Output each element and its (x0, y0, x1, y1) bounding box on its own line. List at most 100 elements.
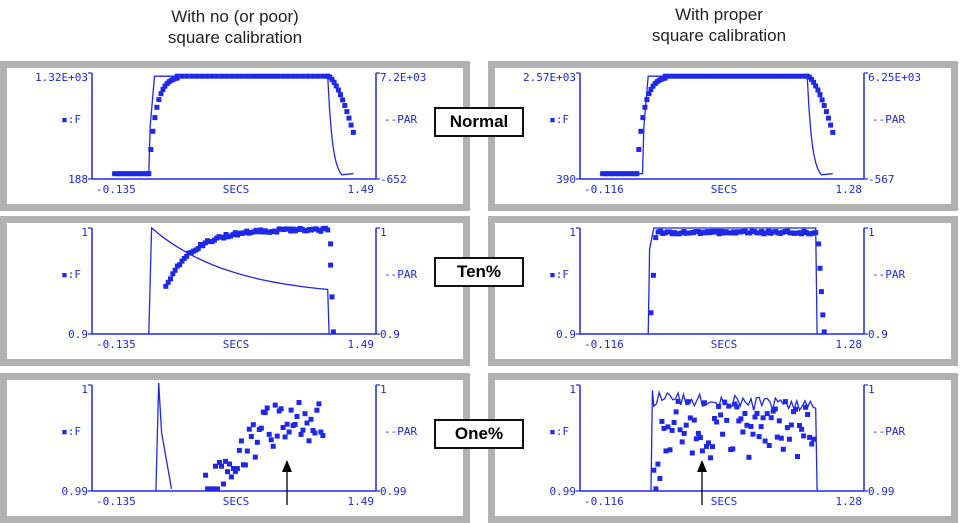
y-right-bottom-label: 0.99 (380, 485, 407, 498)
f-data-point (121, 171, 127, 177)
f-data-point (172, 267, 178, 273)
f-data-point (686, 73, 692, 79)
f-data-point (217, 459, 222, 465)
f-data-point (799, 231, 805, 237)
f-data-point (655, 461, 661, 467)
f-data-point (750, 431, 756, 437)
f-data-point (615, 171, 621, 177)
f-data-point (724, 417, 730, 423)
f-data-point (634, 171, 640, 177)
f-data-point (667, 447, 673, 453)
y-left-bottom-label: 390 (556, 173, 576, 186)
f-data-point (815, 87, 821, 93)
f-data-point (320, 433, 326, 438)
f-data-point (826, 115, 831, 121)
f-data-point (335, 87, 341, 93)
f-data-point (657, 476, 663, 481)
right-series-label: --PAR (872, 268, 905, 281)
right-column-heading: With proper square calibration (604, 4, 834, 46)
left-series-label: ▪:F (61, 425, 81, 438)
f-data-point (134, 171, 140, 177)
f-data-point (250, 73, 255, 79)
f-data-point (280, 73, 286, 79)
f-data-point (150, 128, 156, 134)
f-data-point (752, 73, 758, 79)
f-data-point (788, 422, 794, 428)
x-max-label: 1.28 (836, 183, 863, 196)
f-data-point (828, 122, 834, 128)
x-min-label: -0.135 (96, 183, 136, 196)
f-data-point (823, 109, 829, 115)
f-data-point (348, 122, 354, 128)
f-data-point (758, 424, 764, 430)
f-data-point (115, 171, 121, 177)
y-right-bottom-label: -652 (380, 173, 407, 186)
f-data-point (264, 405, 270, 411)
f-data-point (662, 73, 668, 79)
f-data-point (743, 73, 749, 79)
x-min-label: -0.116 (584, 183, 624, 196)
f-data-point (651, 467, 657, 473)
f-data-point (272, 402, 278, 408)
f-data-point (819, 97, 825, 103)
x-min-label: -0.135 (96, 495, 136, 508)
par-trace (647, 227, 818, 335)
f-data-point (733, 73, 739, 79)
f-data-point (653, 235, 659, 241)
f-data-point (228, 474, 234, 480)
f-data-point (286, 429, 292, 435)
one-percent-badge: One% (434, 419, 524, 449)
left-heading-line-1: With no (or poor) (171, 7, 299, 26)
x-max-label: 1.49 (348, 495, 375, 508)
left-column-heading: With no (or poor) square calibration (120, 6, 350, 48)
f-data-point (821, 103, 827, 108)
f-data-point (305, 73, 311, 79)
f-data-point (232, 468, 238, 474)
f-data-point (665, 424, 671, 430)
f-data-point (242, 462, 248, 468)
f-data-point (292, 422, 298, 427)
f-data-point (200, 243, 206, 249)
y-left-bottom-label: 0.9 (68, 328, 88, 341)
f-data-point (275, 73, 280, 79)
f-data-point (700, 73, 706, 79)
f-data-point (719, 73, 725, 79)
f-data-point (248, 434, 254, 439)
f-data-point (265, 73, 270, 79)
f-data-point (671, 420, 677, 425)
f-data-point (718, 412, 724, 418)
f-data-point (295, 73, 301, 79)
y-right-top-label: 7.2E+03 (380, 71, 426, 84)
f-data-point (246, 426, 252, 432)
f-data-point (213, 463, 218, 469)
f-data-point (274, 433, 280, 439)
f-data-point (600, 171, 606, 177)
f-data-point (738, 416, 744, 422)
f-data-point (195, 246, 201, 252)
f-data-point (254, 439, 260, 445)
f-data-point (137, 171, 143, 177)
y-right-top-label: 1 (868, 226, 875, 239)
f-data-point (744, 422, 750, 428)
f-data-point (308, 416, 314, 422)
f-data-point (648, 86, 654, 92)
f-data-point (234, 73, 240, 79)
f-data-point (221, 235, 227, 241)
f-data-point (227, 461, 232, 467)
y-left-bottom-label: 0.99 (550, 485, 577, 498)
f-data-point (778, 435, 784, 441)
f-data-point (238, 438, 244, 444)
ten-percent-badge: Ten% (434, 257, 524, 287)
f-data-point (793, 406, 798, 412)
f-data-point (681, 430, 687, 436)
f-data-point (710, 73, 715, 79)
x-max-label: 1.49 (348, 183, 375, 196)
f-data-point (766, 73, 772, 79)
f-data-point (296, 400, 302, 405)
f-data-point (807, 434, 813, 440)
f-data-point (302, 411, 308, 417)
f-data-point (304, 420, 310, 426)
f-data-point (817, 265, 823, 271)
